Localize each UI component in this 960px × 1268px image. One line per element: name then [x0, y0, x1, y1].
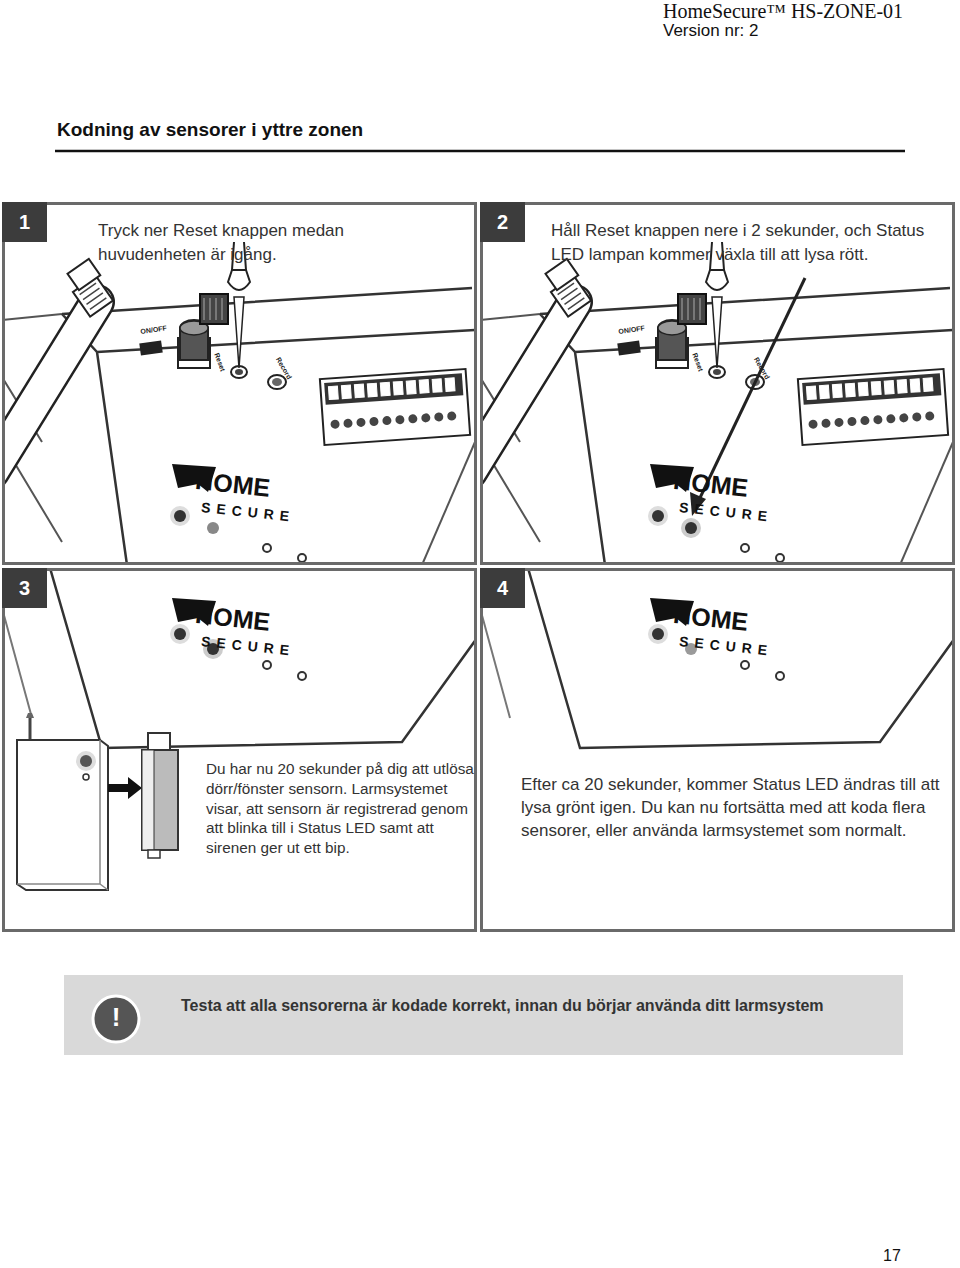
- logo-text: SECURE: [678, 633, 774, 659]
- step-panel: 3 Du har nu 20 sekunder på dig att utlösa…: [2, 568, 477, 932]
- drawing-part: [142, 750, 178, 850]
- drawing-part: [108, 777, 142, 799]
- warning-box: Testa att alla sensorerna är kodade korr…: [64, 975, 903, 1055]
- step-number: 4: [480, 568, 525, 608]
- switch-label: ON/OFF: [618, 324, 645, 336]
- logo-text: HOME: [194, 466, 272, 502]
- step-panel: 1 Tryck ner Reset knappen medan huvudenhe…: [2, 202, 477, 565]
- step-panel: 4Efter ca 20 sekunder, kommer Status LED…: [480, 568, 955, 932]
- drawing-part: [470, 242, 953, 565]
- drawing-part: [698, 278, 805, 502]
- step-instruction: Du har nu 20 sekunder på dig att utlösa …: [206, 759, 474, 858]
- switch-label: ON/OFF: [140, 324, 167, 336]
- step-number: 1: [2, 202, 47, 242]
- drawing-part: [80, 755, 92, 767]
- warning-icon: [93, 996, 139, 1042]
- step-instruction: Tryck ner Reset knappen medan huvudenhet…: [98, 219, 388, 267]
- drawing-part: [17, 740, 108, 890]
- drawing-part: [2, 568, 477, 748]
- logo-text: HOME: [672, 600, 750, 636]
- panel-3-art: [2, 568, 477, 890]
- step-panel: 2 Håll Reset knappen nere i 2 sekunder, o…: [480, 202, 955, 565]
- panel-4-art: [480, 568, 955, 748]
- drawing-part: [207, 522, 219, 534]
- drawing-part: [17, 740, 108, 890]
- header-version: Version nr: 2: [663, 21, 758, 41]
- page-number: 17: [883, 1247, 901, 1265]
- panel-2-art: [470, 242, 953, 565]
- warning-symbol: !: [96, 1003, 136, 1033]
- panel-1-art: [0, 242, 475, 565]
- drawing-part: [0, 242, 475, 565]
- warning-band: [64, 975, 903, 1055]
- drawing-part: [26, 713, 34, 718]
- drawing-part: [681, 518, 701, 538]
- logo-text: HOME: [194, 600, 272, 636]
- step-number: 3: [2, 568, 47, 608]
- drawing-part: [685, 522, 697, 534]
- step-instruction: Efter ca 20 sekunder, kommer Status LED …: [521, 773, 946, 842]
- step-number: 2: [480, 202, 525, 242]
- drawing-part: [142, 750, 154, 850]
- drawing-part: [480, 568, 955, 748]
- logo-text: HOME: [672, 466, 750, 502]
- title-rule: [55, 150, 905, 153]
- drawing-part: [76, 751, 96, 771]
- drawing-part: [83, 774, 89, 780]
- button-label: Reset: [690, 352, 704, 373]
- logo-text: SECURE: [200, 499, 296, 525]
- page-title: Kodning av sensorer i yttre zonen: [57, 119, 363, 141]
- header-product: HomeSecure™ HS-ZONE-01: [663, 0, 903, 23]
- step-instruction: Håll Reset knappen nere i 2 sekunder, oc…: [551, 219, 946, 267]
- button-label: Reset: [212, 352, 226, 373]
- warning-text: Testa att alla sensorerna är kodade korr…: [181, 995, 893, 1017]
- drawing-part: [148, 850, 160, 858]
